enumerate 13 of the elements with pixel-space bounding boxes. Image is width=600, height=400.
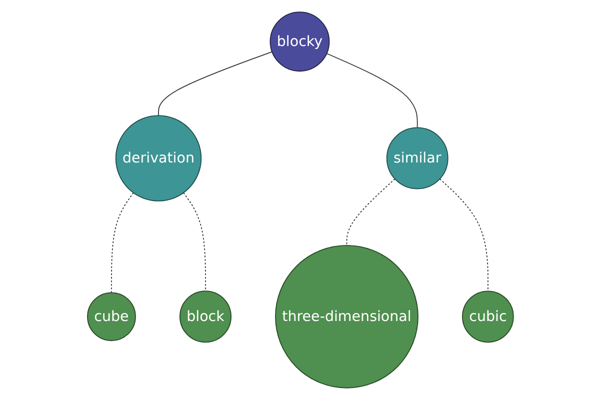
node-circle: cubic — [462, 290, 514, 343]
node-circle: similar — [386, 127, 448, 190]
connector — [110, 192, 134, 294]
node-circle: cube — [86, 292, 136, 342]
node-circle: blocky — [269, 12, 330, 72]
node-circle: three-dimensional — [274, 244, 418, 388]
connector — [158, 51, 272, 116]
node-circle: derivation — [114, 115, 202, 202]
connector — [182, 192, 206, 292]
connector — [346, 178, 395, 246]
connector — [326, 53, 418, 128]
connector — [438, 178, 488, 292]
node-circle: block — [179, 290, 231, 343]
